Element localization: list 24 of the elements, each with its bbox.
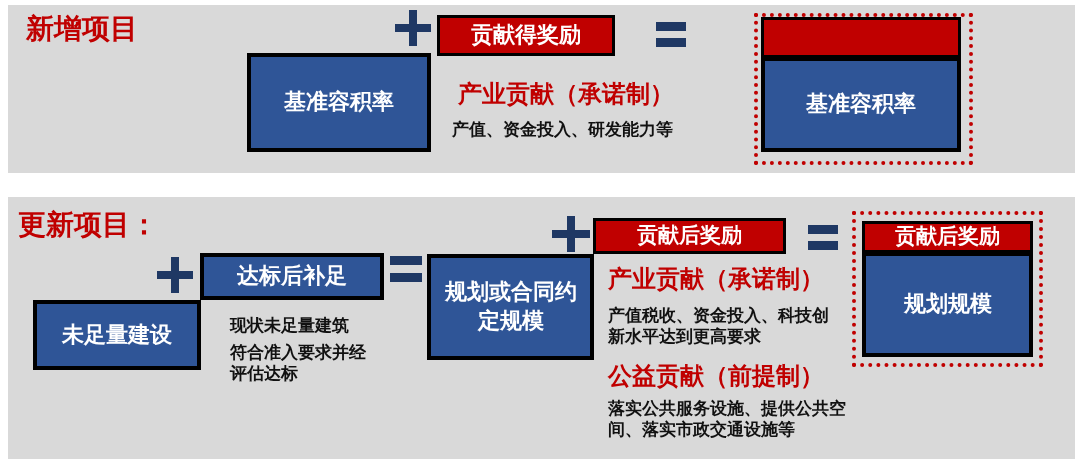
description-text: 符合准入要求并经评估达标	[230, 342, 367, 384]
section-heading: 新增项目	[26, 11, 138, 47]
highlight-frame	[852, 211, 1043, 367]
reward-banner: 贡献后奖励	[593, 218, 786, 254]
reward-banner: 贡献得奖励	[437, 15, 615, 56]
term-box: 基准容积率	[761, 57, 961, 152]
subheading: 公益贡献（前提制）	[608, 362, 825, 390]
subheading: 产业贡献（承诺制）	[608, 265, 825, 293]
panel	[8, 5, 1075, 173]
description-text: 现状未足量建筑	[230, 315, 350, 336]
description-text: 产值、资金投入、研发能力等	[452, 119, 674, 140]
term-box: 规划或合同约定规模	[427, 254, 594, 360]
term-box: 基准容积率	[247, 53, 431, 152]
header-bar	[761, 17, 961, 58]
panel	[8, 197, 1075, 459]
highlight-frame	[754, 13, 973, 165]
term-box: 未足量建设	[33, 300, 201, 370]
description-text: 落实公共服务设施、提供公共空间、落实市政交通设施等	[608, 398, 847, 440]
subheading: 产业贡献（承诺制）	[458, 80, 675, 108]
reward-banner: 贡献后奖励	[862, 221, 1033, 253]
term-box: 达标后补足	[200, 253, 384, 300]
section-heading: 更新项目：	[18, 207, 158, 243]
description-text: 产值税收、资金投入、科技创新水平达到更高要求	[608, 305, 830, 347]
term-box: 规划规模	[862, 252, 1033, 357]
